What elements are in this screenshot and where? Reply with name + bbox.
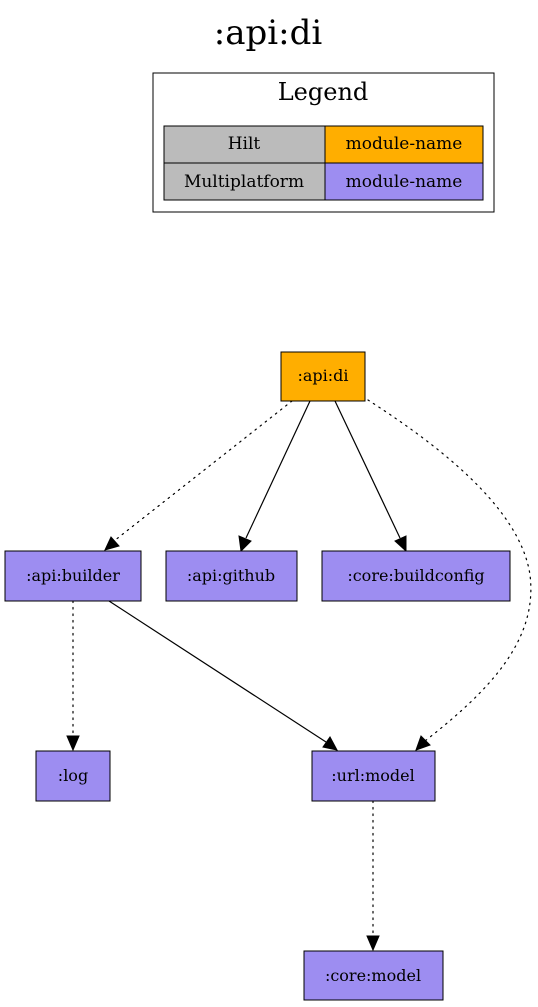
node-log[interactable]: :log: [35, 750, 111, 802]
node-api-di[interactable]: :api:di: [280, 351, 366, 402]
legend-label-text: Hilt: [228, 134, 261, 154]
arrowhead-icon: [238, 535, 252, 553]
legend-swatch-hilt: [324, 125, 484, 164]
legend-label-cell: [163, 125, 326, 164]
legend-row-hilt: Hilt module-name: [163, 125, 484, 164]
node-api-github[interactable]: :api:github: [165, 550, 298, 602]
node-label: :core:buildconfig: [347, 566, 484, 585]
legend: Legend Hilt module-name Multiplatform mo…: [152, 72, 495, 213]
legend-swatch-multiplatform: [324, 162, 484, 201]
node-url-model[interactable]: :url:model: [311, 750, 436, 802]
edge-api-di-to-core-buildconfig: [334, 400, 401, 539]
node-label: :core:model: [325, 966, 421, 985]
arrowhead-icon: [322, 736, 338, 751]
node-api-builder[interactable]: :api:builder: [4, 550, 142, 602]
node-label: :url:model: [331, 766, 414, 785]
nodes: :api:di :api:builder :api:github :core:b…: [4, 351, 511, 1001]
edge-api-di-to-api-builder: [113, 400, 293, 542]
arrowhead-icon: [66, 735, 80, 752]
legend-label-text: Multiplatform: [184, 172, 304, 192]
node-label: :api:github: [187, 566, 275, 585]
arrowhead-icon: [415, 735, 431, 751]
edge-api-builder-to-url-model: [108, 600, 327, 743]
graph-title: :api:di: [214, 13, 323, 53]
legend-swatch-text: module-name: [346, 172, 463, 192]
node-core-buildconfig[interactable]: :core:buildconfig: [321, 550, 511, 602]
node-label: :log: [58, 766, 88, 785]
legend-row-multiplatform: Multiplatform module-name: [163, 162, 484, 201]
node-label: :api:di: [297, 366, 348, 385]
arrowhead-icon: [366, 935, 380, 952]
node-label: :api:builder: [26, 566, 120, 585]
arrowhead-icon: [394, 535, 407, 553]
node-core-model[interactable]: :core:model: [303, 950, 444, 1001]
edge-api-di-to-api-github: [245, 400, 311, 539]
legend-swatch-text: module-name: [346, 134, 463, 154]
edges: [66, 399, 532, 952]
legend-title: Legend: [278, 78, 369, 106]
arrowhead-icon: [104, 536, 120, 551]
